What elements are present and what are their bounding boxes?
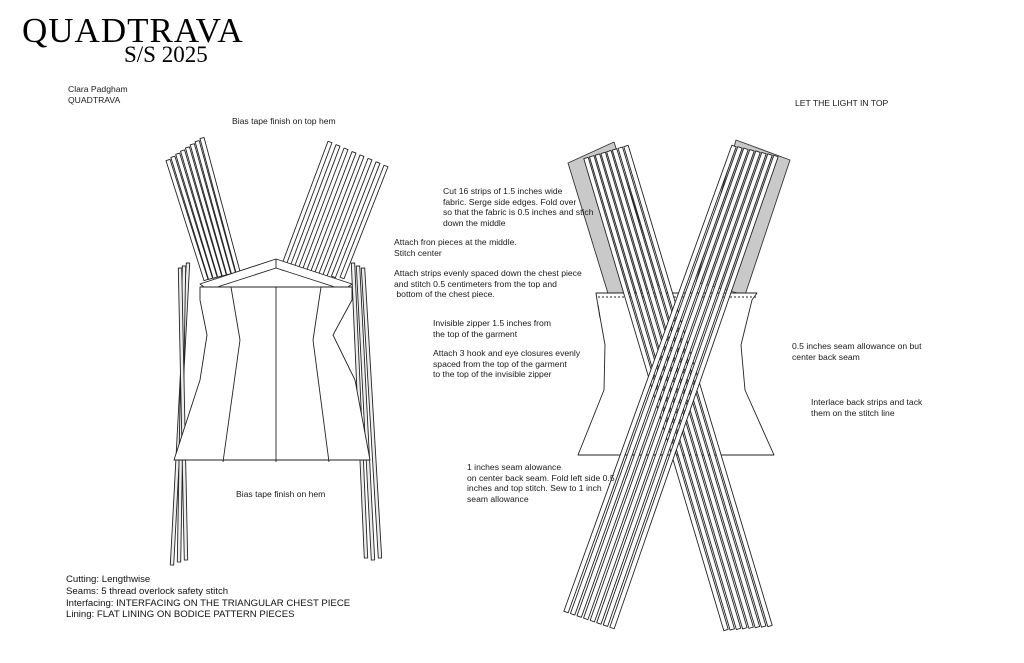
front-left-strip (180, 149, 223, 278)
note-hooks: Attach 3 hook and eye closures evenly sp… (433, 348, 581, 380)
front-bodice-seam-3 (312, 286, 330, 463)
note-interlace: Interlace back strips and tack them on t… (811, 397, 923, 418)
back-strip-b (602, 153, 773, 627)
front-bodice (173, 286, 371, 461)
back-strip-b (576, 147, 749, 618)
back-strip-b (609, 154, 779, 630)
back-strip-b (589, 150, 761, 623)
brand-title: QUADTRAVA (22, 11, 244, 50)
front-right-strip (331, 161, 381, 279)
back-strip-b (563, 144, 737, 614)
designer-label: QUADTRAVA (68, 95, 121, 105)
spec-lining: Lining: FLAT LINING ON BODICE PATTERN PI… (66, 609, 295, 621)
front-right-side-strip (355, 265, 376, 561)
season-label: S/S 2025 (124, 42, 208, 67)
back-strip-b (583, 149, 755, 621)
note-back-seam: 0.5 inches seam allowance on but center … (792, 341, 922, 362)
spec-interfacing: Interfacing: INTERFACING ON THE TRIANGUL… (66, 597, 351, 609)
front-left-side-strip (177, 267, 189, 561)
front-right-strap-strips (279, 140, 389, 280)
back-zipper-mark (597, 304, 601, 319)
note-seam-allowance: 1 inches seam alowance on center back se… (467, 462, 615, 504)
front-right-strip (339, 164, 389, 280)
front-view-garment (165, 137, 389, 566)
front-left-strip (165, 158, 209, 282)
back-strip-b (569, 146, 743, 616)
front-left-strip (175, 152, 218, 279)
front-left-strap-strips (165, 137, 241, 282)
back-strip-b (596, 151, 767, 625)
note-zipper: Invisible zipper 1.5 inches from the top… (433, 318, 551, 339)
note-strips: Cut 16 strips of 1.5 inches wide fabric.… (443, 186, 594, 228)
back-strips-set-b (563, 144, 779, 630)
back-view-garment (563, 139, 791, 632)
front-side-hanging-strips (169, 262, 383, 566)
note-front-pieces: Attach fron pieces at the middle. Stitch… (394, 237, 517, 258)
hem-note: Bias tape finish on hem (236, 489, 326, 499)
construction-specs: Cutting: Lengthwise Seams: 5 thread over… (66, 574, 350, 621)
note-attach-strips: Attach strips evenly spaced down the che… (394, 268, 582, 300)
top-hem-note: Bias tape finish on top hem (232, 116, 336, 126)
spec-cutting: Cutting: Lengthwise (66, 574, 151, 585)
designer-name: Clara Padgham (68, 84, 128, 94)
front-left-strip (170, 155, 214, 280)
back-view-title: LET THE LIGHT IN TOP (795, 98, 889, 108)
spec-seams: Seams: 5 thread overlock safety stitch (66, 585, 229, 597)
front-bodice-seam-1 (222, 286, 241, 463)
back-strip-a (589, 155, 735, 631)
back-strip-a (617, 146, 767, 628)
front-right-side-strip (360, 267, 383, 559)
front-left-strip (184, 146, 227, 277)
